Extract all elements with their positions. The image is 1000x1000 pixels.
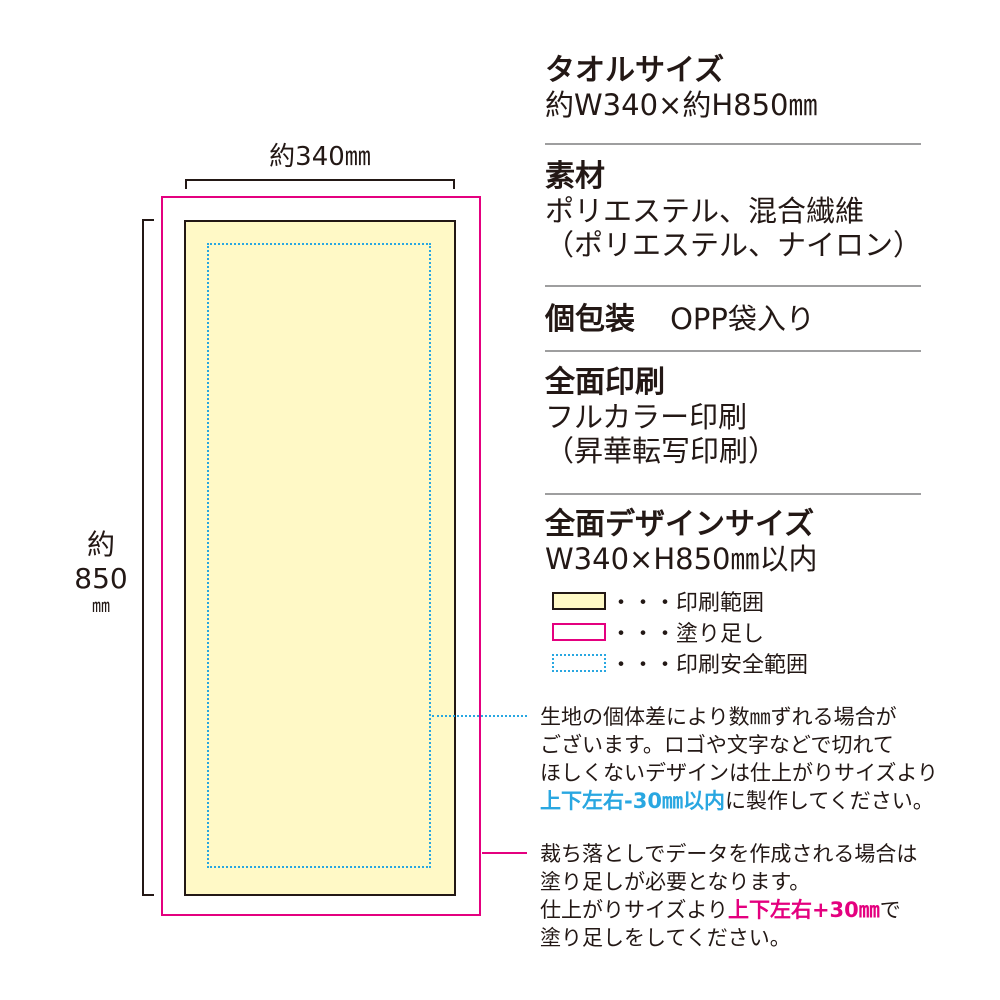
height-label-value: 850 [74,562,128,595]
bleed-leader-line [482,852,527,854]
safe-area-note: 生地の個体差により数㎜ずれる場合が ございます。ロゴや文字などで切れて ほしくな… [540,703,980,815]
towel-size-value: 約W340×約H850㎜ [545,88,818,122]
print-area [184,220,456,896]
bleed-note: 裁ち落としでデータを作成される場合は 塗り足しが必要となります。 仕上がりサイズ… [540,840,980,952]
full-print-value-line2: （昇華転写印刷） [545,434,778,468]
separator-line [545,143,921,145]
packaging-heading: 個包装 [545,302,635,337]
legend-bleed: ・・・塗り足し [552,619,765,647]
bleed-note-line3: 仕上がりサイズより上下左右+30㎜で [540,896,980,924]
print-area-swatch [552,592,606,610]
safe-margin-highlight: 上下左右-30㎜以内 [540,789,725,813]
separator-line [545,350,921,352]
separator-line [545,493,921,495]
design-size-value: W340×H850㎜以内 [545,542,818,576]
bleed-margin-highlight: 上下左右+30㎜ [727,898,880,922]
width-dimension-bracket [185,179,455,189]
towel-size-spec: タオルサイズ 約W340×約H850㎜ [545,53,920,123]
bleed-note-post: で [879,898,901,922]
material-value-line2: （ポリエステル、ナイロン） [545,228,923,262]
legend-label: ・・・印刷安全範囲 [610,653,809,678]
packaging-value: OPP袋入り [670,302,815,336]
height-dimension-bracket [142,219,154,896]
legend-safe-area: ・・・印刷安全範囲 [552,650,809,678]
separator-line [545,285,921,287]
height-dimension-label: 約 850 ㎜ [66,528,136,618]
material-heading: 素材 [545,159,605,194]
bleed-note-line1: 裁ち落としでデータを作成される場合は [540,842,918,866]
bleed-note-line4: 塗り足しをしてください。 [540,926,791,950]
design-size-spec: 全面デザインサイズ W340×H850㎜以内 [545,507,920,577]
material-value-line1: ポリエステル、混合繊維 [545,194,865,228]
material-spec: 素材 ポリエステル、混合繊維 （ポリエステル、ナイロン） [545,159,923,263]
bleed-note-pre: 仕上がりサイズより [540,898,728,922]
height-label-prefix: 約 [86,528,115,561]
full-print-value-line1: フルカラー印刷 [545,400,748,434]
bleed-area-outline [161,196,481,916]
legend-label: ・・・塗り足し [610,622,765,647]
bleed-note-line2: 塗り足しが必要となります。 [540,870,811,894]
design-size-heading: 全面デザインサイズ [545,507,815,542]
safe-note-tail: に製作してください。 [724,789,934,813]
legend-print-area: ・・・印刷範囲 [552,588,765,616]
safe-note-line3: ほしくないデザインは仕上がりサイズより [540,761,938,785]
legend-label: ・・・印刷範囲 [610,591,765,616]
full-print-spec: 全面印刷 フルカラー印刷 （昇華転写印刷） [545,365,920,469]
full-print-heading: 全面印刷 [545,365,665,400]
safe-note-line2: ございます。ロゴや文字などで切れて [540,733,894,757]
height-label-unit: ㎜ [92,596,110,617]
bleed-swatch [552,623,606,641]
packaging-spec: 個包装 OPP袋入り [545,302,920,337]
safe-area-swatch [552,654,606,672]
safe-note-line1: 生地の個体差により数㎜ずれる場合が [540,705,897,729]
width-dimension-label: 約340㎜ [269,142,371,172]
safe-note-line4: 上下左右-30㎜以内に製作してください。 [540,787,980,815]
print-safe-area-outline [207,243,431,868]
safe-area-leader-line [432,715,527,717]
towel-size-heading: タオルサイズ [545,53,725,88]
